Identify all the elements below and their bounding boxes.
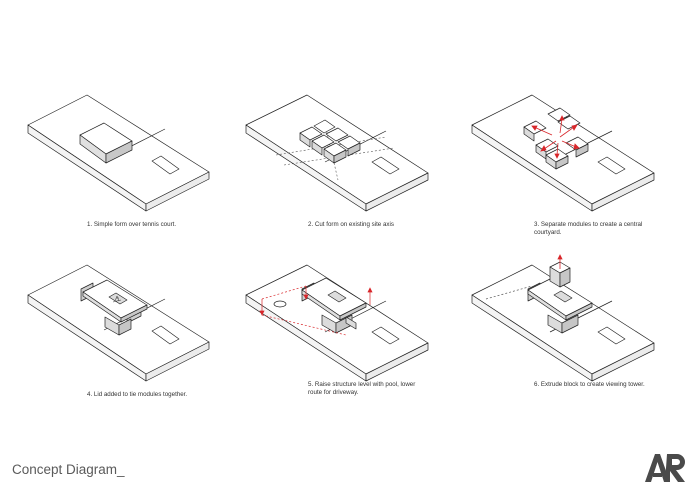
step-1-panel: 1. Simple form over tennis court. — [15, 85, 220, 235]
tennis-court — [597, 156, 626, 175]
step-5-caption: 5. Raise structure level with pool, lowe… — [308, 381, 415, 397]
step-6-caption: 6. Extrude block to create viewing tower… — [534, 381, 645, 389]
step-4-caption: 4. Lid added to tie modules together. — [87, 391, 187, 399]
site-slab-front — [365, 172, 429, 212]
site-slab-front — [145, 171, 210, 212]
tennis-court — [151, 155, 180, 175]
site-slab-front — [365, 342, 429, 382]
caption-line: route for driveway. — [308, 389, 359, 396]
module-side — [523, 126, 535, 142]
lid-front — [120, 304, 148, 323]
step-3-panel: 3. Separate modules to create a central … — [462, 85, 667, 250]
step-2-panel: 2. Cut form on existing site axis — [236, 85, 441, 235]
courtyard-opening — [553, 290, 573, 303]
tennis-court — [597, 326, 626, 345]
module-side — [347, 142, 361, 157]
module-side — [299, 132, 311, 148]
module-top — [325, 127, 349, 142]
step-4-panel: 4. Lid added to tie modules together. — [15, 255, 220, 405]
cut-axis-dashed — [275, 136, 387, 156]
step-5-drawing — [245, 264, 429, 382]
caption-line: 3. Separate modules to create a central — [534, 221, 643, 228]
separation-arrows — [531, 115, 580, 159]
level-change-lines — [259, 285, 373, 336]
lid-front — [565, 302, 593, 321]
sheet-title: Concept Diagram_ — [12, 462, 125, 477]
module-side — [311, 140, 323, 156]
caption-line: 5. Raise structure level with pool, lowe… — [308, 381, 416, 388]
cut-axis-dashed — [283, 147, 395, 166]
step-5-panel: 5. Raise structure level with pool, lowe… — [236, 255, 441, 420]
module-side — [555, 155, 569, 170]
tennis-court — [371, 156, 400, 175]
module-side — [561, 314, 579, 334]
tennis-court — [151, 325, 180, 345]
module-side — [345, 316, 357, 330]
tower-front — [559, 267, 571, 288]
module-side — [118, 318, 132, 336]
caption-line: 6. Extrude block to create viewing tower… — [534, 381, 645, 388]
site-slab-front — [591, 342, 655, 382]
step-1-caption: 1. Simple form over tennis court. — [87, 221, 176, 229]
site-slab-front — [145, 341, 210, 382]
step-1-drawing — [27, 94, 210, 212]
extrude-arrow — [557, 254, 563, 269]
step-2-drawing — [245, 94, 429, 212]
module-top — [313, 119, 336, 134]
pool — [273, 300, 287, 308]
module-side — [333, 149, 347, 164]
step-3-caption: 3. Separate modules to create a central … — [534, 221, 642, 237]
caption-line: 1. Simple form over tennis court. — [87, 221, 177, 228]
step-6-panel: 6. Extrude block to create viewing tower… — [462, 254, 667, 405]
step-6-drawing — [471, 254, 655, 382]
courtyard-opening — [327, 290, 347, 303]
step-4-drawing — [27, 264, 210, 382]
step-3-drawing — [471, 94, 655, 212]
block-right-face — [105, 140, 133, 164]
module-top — [547, 107, 571, 122]
tennis-court — [371, 326, 400, 345]
caption-line: 4. Lid added to tie modules together. — [87, 391, 188, 398]
caption-line: 2. Cut form on existing site axis — [308, 221, 394, 228]
module-side — [575, 143, 589, 158]
ar-logo — [643, 452, 691, 484]
step-2-caption: 2. Cut form on existing site axis — [308, 221, 394, 229]
site-slab-front — [591, 172, 655, 212]
ar-logo-mark — [645, 454, 685, 482]
lid-front — [339, 302, 367, 321]
courtyard-tree — [112, 295, 122, 303]
caption-line: courtyard. — [534, 229, 562, 236]
